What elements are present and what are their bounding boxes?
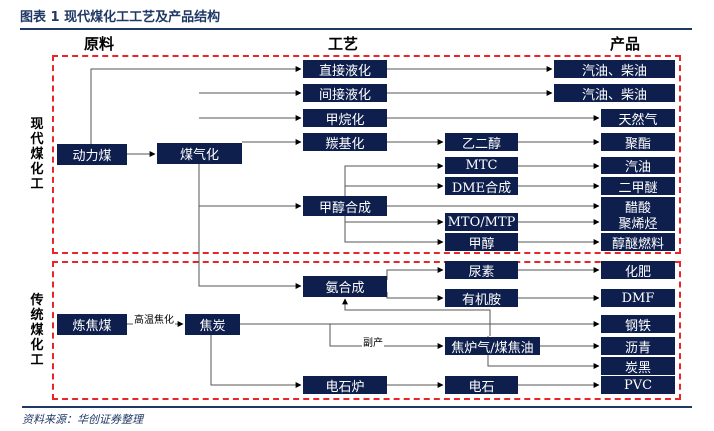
header-raw-material: 原料	[84, 35, 115, 53]
node-dme-synthesis: DME合成	[445, 177, 518, 196]
node-mto-mtp: MTO/MTP	[445, 213, 518, 231]
edge-ammonia-urea	[386, 267, 444, 280]
edge-label-high-temp-coking: 高温焦化	[133, 311, 175, 326]
node-coal-gasification: 煤气化	[157, 143, 242, 164]
node-urea: 尿素	[445, 261, 518, 280]
node-indirect-liquefaction: 间接液化	[303, 84, 387, 103]
node-carbide-furnace: 电石炉	[303, 376, 387, 395]
node-pvc: PVC	[601, 376, 675, 394]
node-dimethyl-ether: 二甲醚	[601, 177, 675, 196]
node-methanol-synthesis: 甲醇合成	[303, 196, 387, 216]
node-acetic-acid: 醋酸	[601, 197, 675, 216]
edge-methsyn-branch	[344, 163, 444, 196]
traditional-region-label: 传统煤化工	[30, 293, 44, 368]
node-gasoline-diesel-1: 汽油、柴油	[554, 60, 675, 79]
node-direct-liquefaction: 直接液化	[303, 60, 387, 79]
header-product: 产品	[610, 35, 641, 53]
node-asphalt: 沥青	[601, 337, 675, 356]
edge-coke-carbide	[210, 334, 302, 388]
figure-title-bar: 图表 1 现代煤化工工艺及产品结构	[20, 4, 692, 30]
node-fertilizer: 化肥	[601, 261, 675, 280]
edge-gasification-trunk	[198, 143, 302, 289]
node-coke: 焦炭	[185, 314, 240, 335]
node-organic-amine: 有机胺	[445, 289, 518, 308]
node-polyester: 聚酯	[601, 133, 675, 152]
edge-cog-ammonia	[342, 298, 491, 336]
node-alcohol-ether-fuel: 醇醚燃料	[601, 233, 675, 252]
node-calcium-carbide: 电石	[445, 376, 518, 395]
edge-methsyn-mto	[344, 216, 444, 245]
node-gasoline: 汽油	[601, 157, 675, 175]
node-dmf: DMF	[601, 289, 675, 307]
node-mtc: MTC	[445, 157, 518, 174]
traditional-coal-chemical-region	[52, 261, 681, 400]
edge-coke-byproduct	[329, 324, 444, 349]
modern-region-label: 现代煤化工	[30, 117, 44, 192]
node-steel: 钢铁	[601, 315, 675, 334]
node-carbonylation: 羰基化	[303, 133, 387, 152]
node-gasoline-diesel-2: 汽油、柴油	[554, 84, 675, 103]
node-methanation: 甲烷化	[303, 109, 387, 128]
node-natural-gas: 天然气	[601, 109, 675, 128]
node-coking-coal: 炼焦煤	[57, 314, 127, 335]
node-ammonia-synthesis: 氨合成	[303, 276, 387, 297]
node-ethylene-glycol: 乙二醇	[445, 133, 518, 152]
source-note: 资料来源：华创证券整理	[22, 406, 692, 427]
node-carbon-black: 炭黑	[601, 357, 675, 376]
edge-powercoal-direct	[90, 66, 302, 144]
header-process: 工艺	[328, 35, 359, 53]
figure-title: 图表 1 现代煤化工工艺及产品结构	[20, 10, 221, 25]
node-polyolefin: 聚烯烃	[601, 213, 675, 232]
node-coke-oven-gas-tar: 焦炉气/煤焦油	[445, 337, 540, 356]
edge-label-byproduct: 副产	[362, 334, 384, 349]
node-power-coal: 动力煤	[57, 144, 127, 165]
edge-ammonia-amine	[386, 292, 444, 301]
node-methanol: 甲醇	[445, 233, 518, 252]
modern-coal-chemical-region	[52, 55, 681, 254]
